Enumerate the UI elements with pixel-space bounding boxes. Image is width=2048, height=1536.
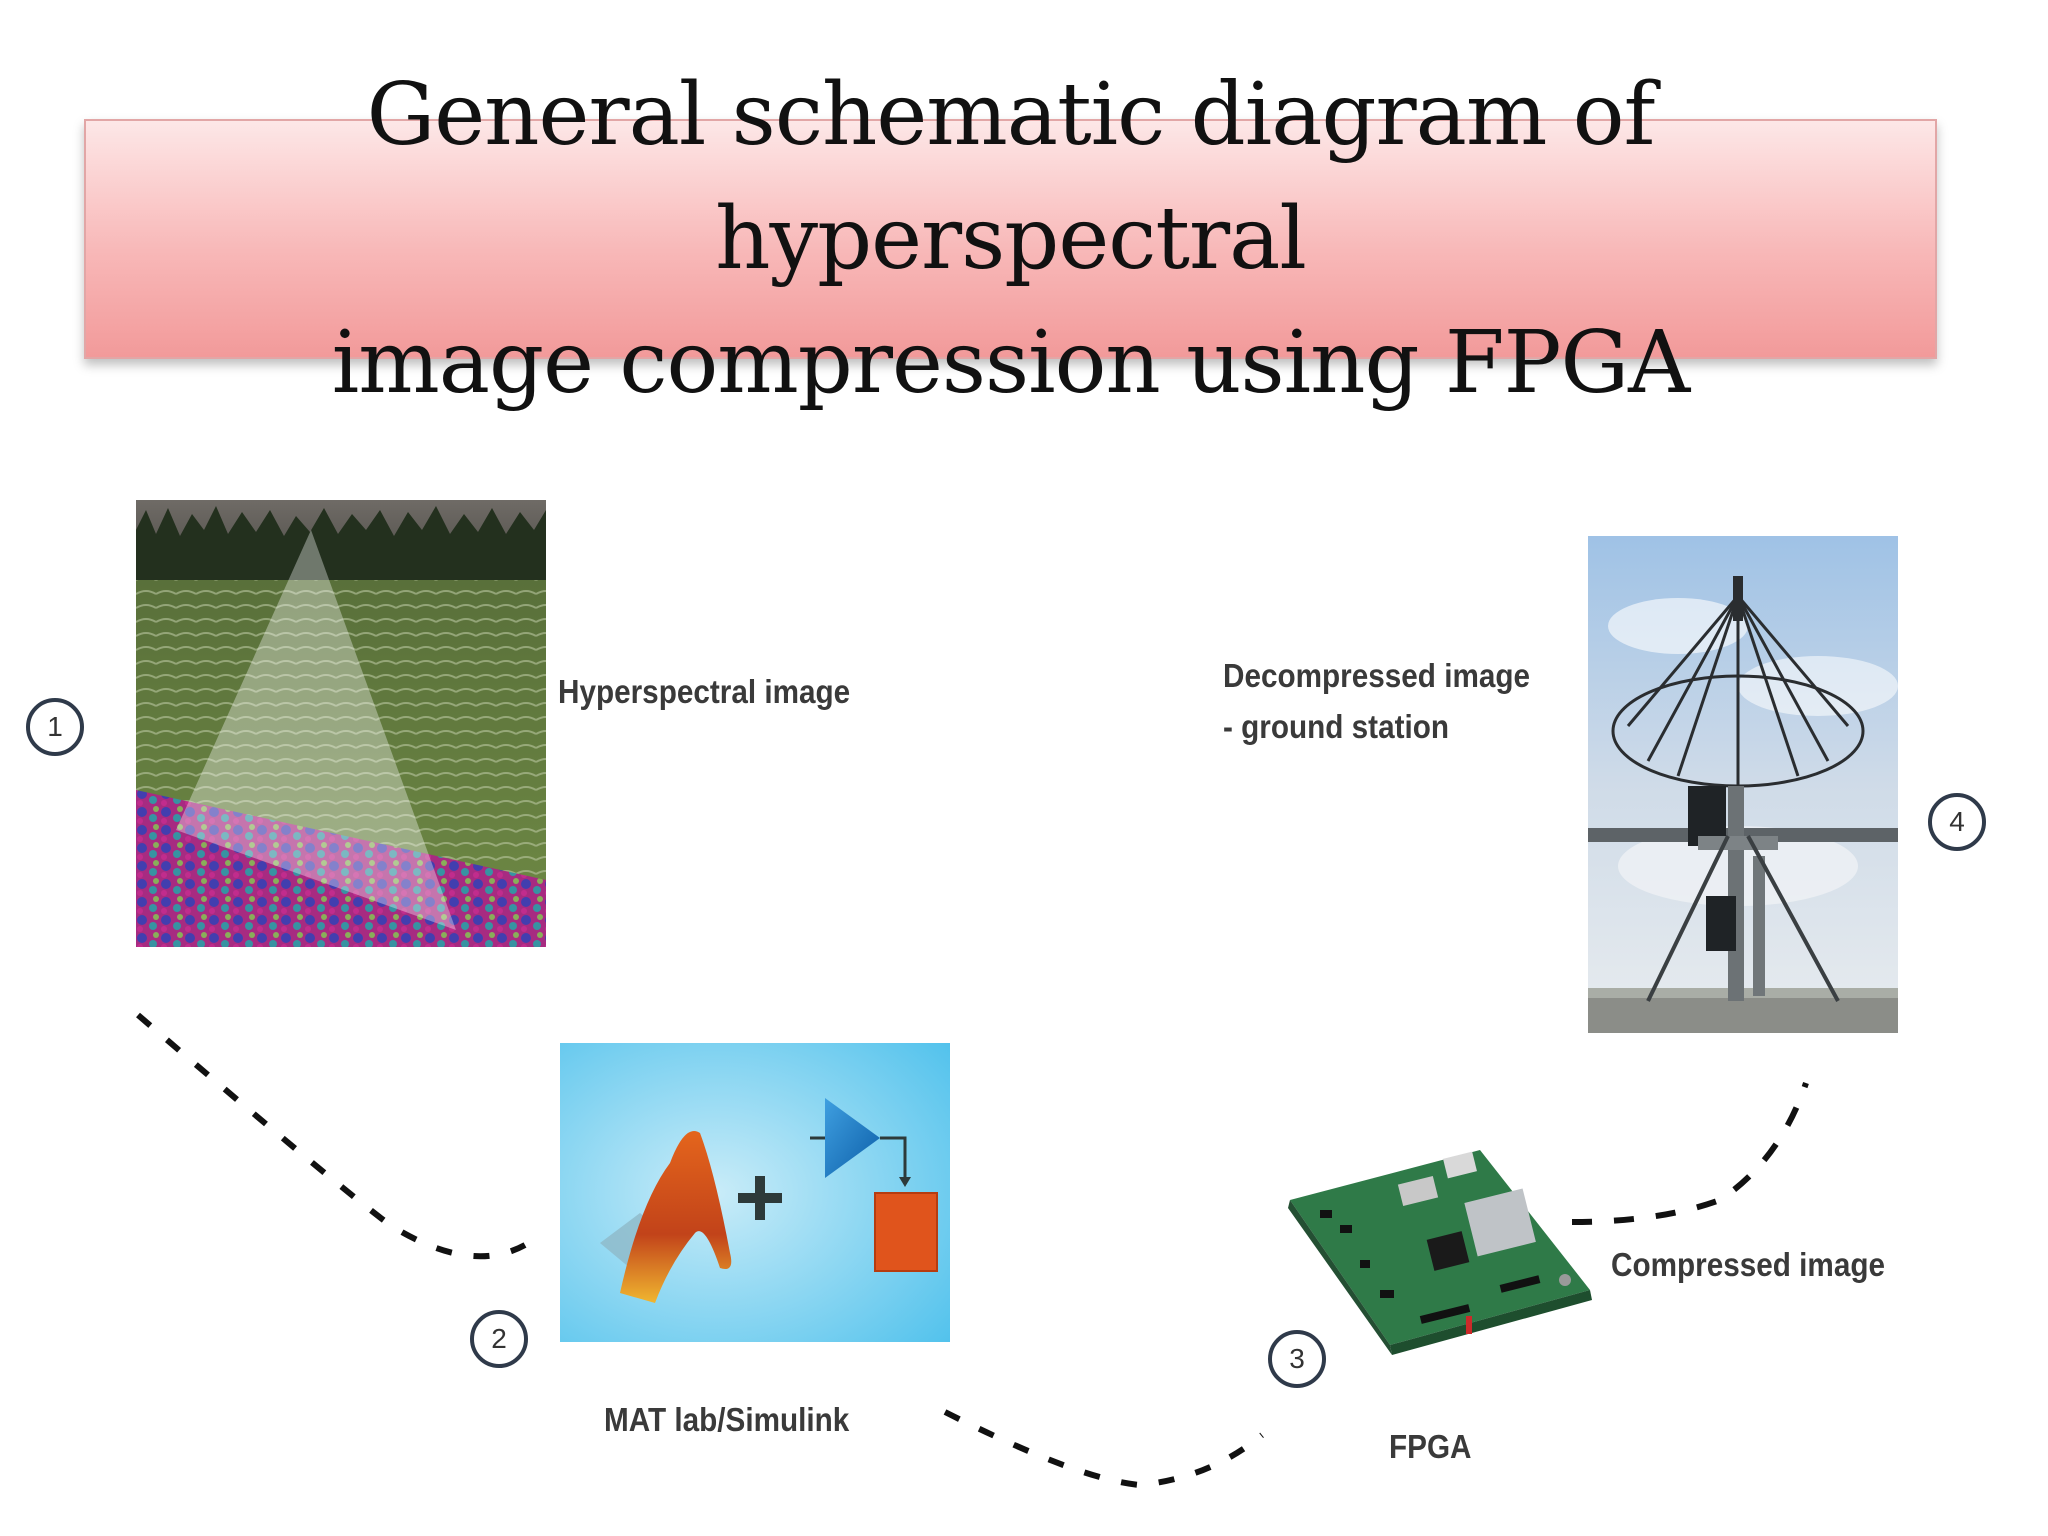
page-title: General schematic diagram of hyperspectr… (86, 53, 1935, 425)
hyperspectral-field-image (136, 500, 546, 947)
fpga-label: FPGA (1389, 1428, 1472, 1465)
hyperspectral-image-label: Hyperspectral image (558, 673, 851, 710)
step-2-circle: 2 (470, 1310, 528, 1368)
fpga-board-image (1280, 1140, 1600, 1355)
matlab-simulink-label: MAT lab/Simulink (604, 1401, 850, 1438)
step-3-number: 3 (1289, 1343, 1305, 1374)
title-banner: General schematic diagram of hyperspectr… (84, 65, 1937, 413)
step-4-number: 4 (1949, 806, 1965, 837)
ground-station-image (1588, 536, 1898, 1033)
step-3-circle: 3 (1268, 1330, 1326, 1388)
matlab-simulink-image (560, 1043, 950, 1342)
title-line-2: image compression using FPGA (331, 313, 1691, 413)
title-line-1: General schematic diagram of hyperspectr… (366, 65, 1656, 289)
connector-3-to-4 (1571, 1082, 1809, 1225)
step-2-number: 2 (491, 1323, 507, 1354)
step-1-number: 1 (47, 711, 63, 742)
decompressed-image-label-line-1: Decompressed image (1223, 657, 1531, 694)
step-4-circle: 4 (1928, 793, 1986, 851)
decompressed-image-label-line-2: - ground station (1223, 708, 1450, 745)
compressed-image-label: Compressed image (1611, 1246, 1886, 1283)
connector-2-to-3 (943, 1409, 1264, 1489)
step-1-circle: 1 (26, 698, 84, 756)
connector-1-to-2 (136, 1012, 527, 1260)
